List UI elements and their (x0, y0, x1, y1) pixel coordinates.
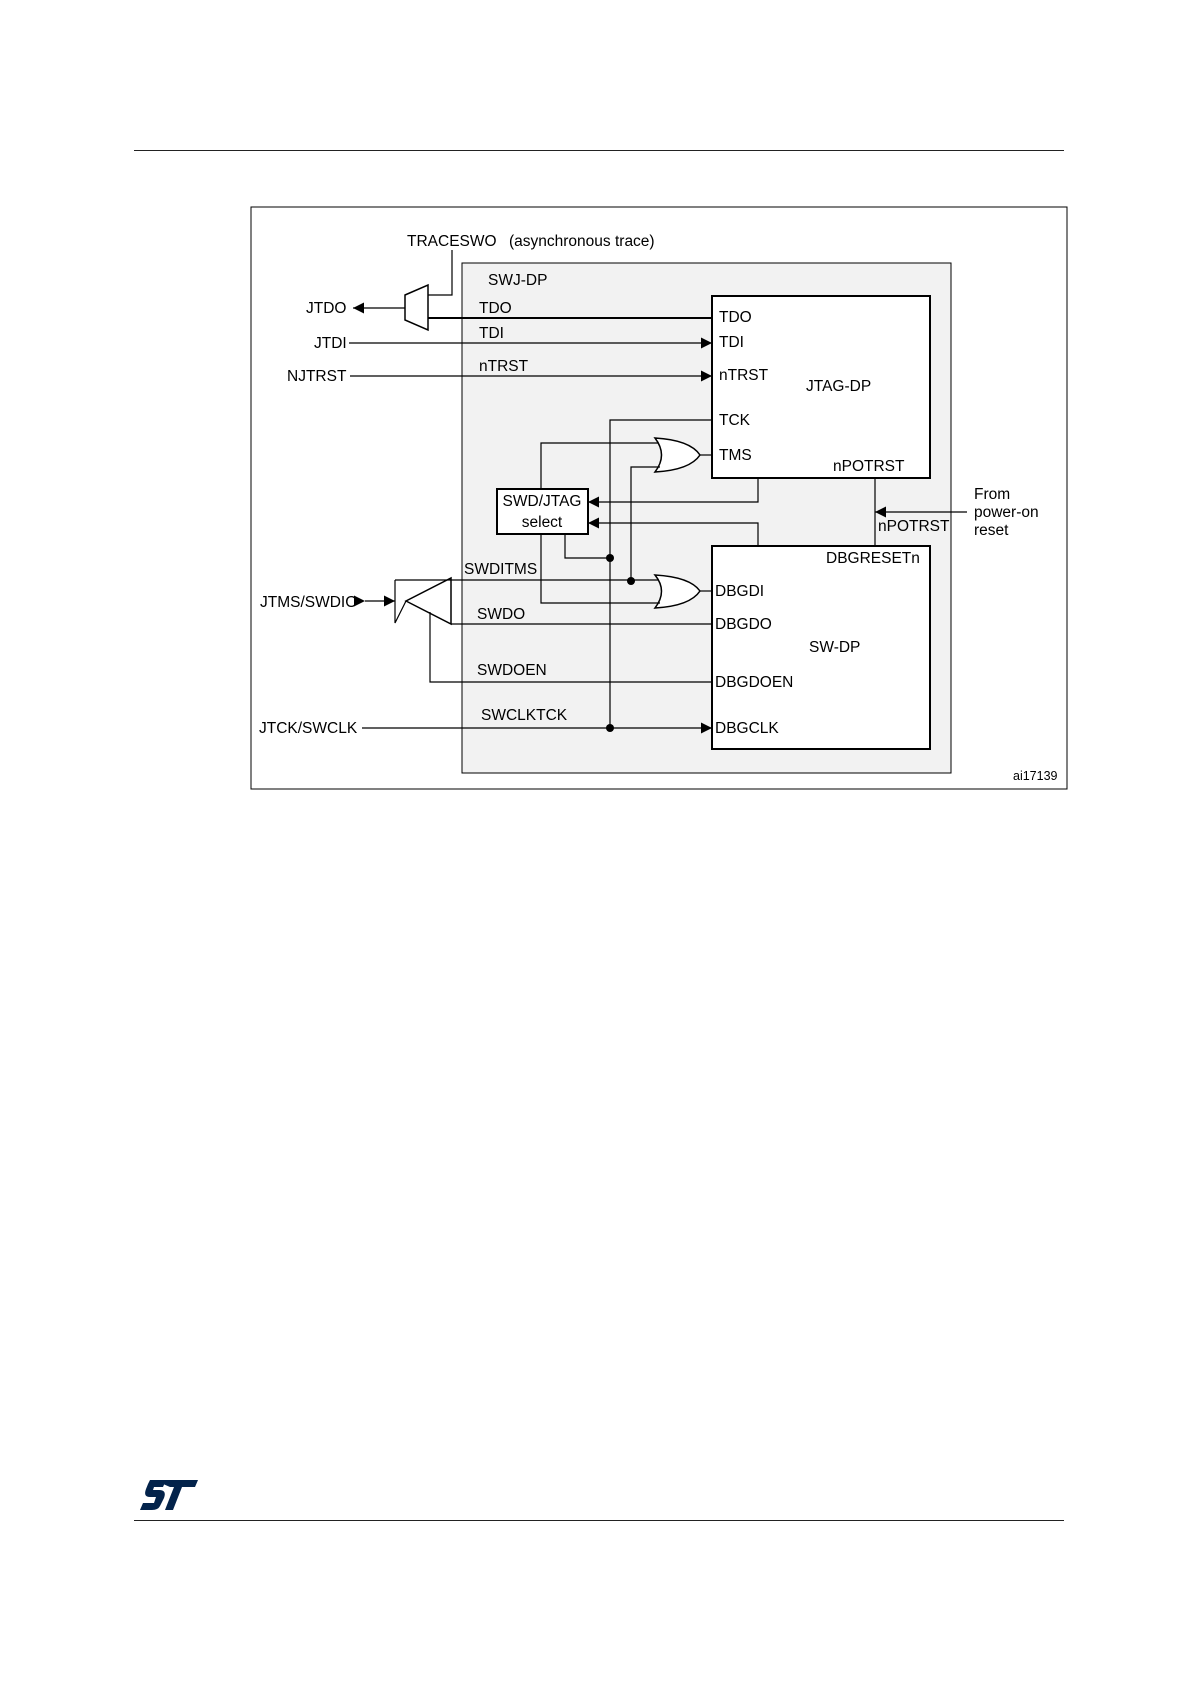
swdo-signal-label: SWDO (477, 606, 525, 623)
select-label-line1: SWD/JTAG (503, 493, 582, 510)
jtag-dp-tck-port: TCK (719, 412, 751, 429)
junction-dot (606, 724, 614, 732)
traceswo-label: TRACESWO (407, 233, 497, 250)
footer-rule (134, 1520, 1064, 1521)
reset-source-line3: reset (974, 522, 1009, 539)
junction-dot (627, 577, 635, 585)
jtdi-pin-label: JTDI (314, 335, 347, 352)
npotrst-signal-label: nPOTRST (878, 518, 950, 535)
sw-dp-dbgreset-port: DBGRESETn (826, 550, 920, 567)
jtag-dp-tdi-port: TDI (719, 334, 744, 351)
ntrst-signal-label: nTRST (479, 358, 529, 375)
junction-dot (606, 554, 614, 562)
reset-source-line2: power-on (974, 504, 1039, 521)
jtag-dp-label: JTAG-DP (806, 378, 871, 395)
select-label-line2: select (522, 514, 563, 531)
sw-dp-label: SW-DP (809, 639, 860, 656)
swditms-signal-label: SWDITMS (464, 561, 537, 578)
jtck-swclk-pin-label: JTCK/SWCLK (259, 720, 358, 737)
swdoen-signal-label: SWDOEN (477, 662, 547, 679)
tdi-signal-label: TDI (479, 325, 504, 342)
reset-source-line1: From (974, 486, 1010, 503)
sw-dp-dbgdi-port: DBGDI (715, 583, 764, 600)
jtag-dp-ntrst-port: nTRST (719, 367, 769, 384)
traceswo-note: (asynchronous trace) (509, 233, 655, 250)
sw-dp-dbgdoen-port: DBGDOEN (715, 674, 793, 691)
jtag-dp-npotrst-port: nPOTRST (833, 458, 905, 475)
st-logo (140, 1478, 200, 1512)
sw-dp-dbgclk-port: DBGCLK (715, 720, 779, 737)
tdo-signal-label: TDO (479, 300, 512, 317)
jtag-dp-tdo-port: TDO (719, 309, 752, 326)
swj-dp-label: SWJ-DP (488, 272, 547, 289)
jtms-swdio-pin-label: JTMS/SWDIO (260, 594, 357, 611)
jtdo-pin-label: JTDO (306, 300, 346, 317)
njtrst-pin-label: NJTRST (287, 368, 347, 385)
sw-dp-dbgdo-port: DBGDO (715, 616, 772, 633)
swclktck-signal-label: SWCLKTCK (481, 707, 568, 724)
jtag-dp-tms-port: TMS (719, 447, 752, 464)
figure-id: ai17139 (1013, 769, 1058, 783)
